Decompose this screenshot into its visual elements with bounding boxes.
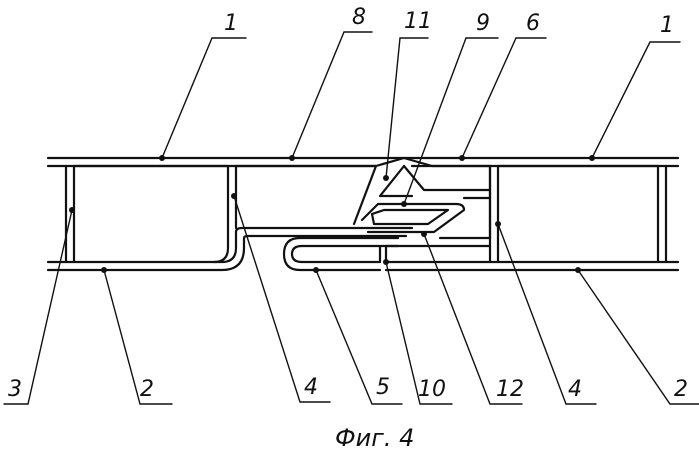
label-1-right: 1 xyxy=(660,13,674,38)
v-profile-11 xyxy=(376,158,490,196)
label-4-right: 4 xyxy=(568,377,582,402)
label-8: 8 xyxy=(352,5,366,30)
label-3: 3 xyxy=(8,377,22,402)
leaders-top xyxy=(162,32,680,204)
label-2-left: 2 xyxy=(140,377,154,402)
label-2-right: 2 xyxy=(674,377,688,402)
label-6: 6 xyxy=(526,11,540,36)
label-1-left: 1 xyxy=(224,11,238,36)
label-5: 5 xyxy=(376,375,390,400)
figure-caption: Фиг. 4 xyxy=(335,424,414,452)
web-4-right xyxy=(490,166,658,262)
bottom-skin-right xyxy=(386,262,678,270)
web-left-cell xyxy=(74,166,228,262)
marker-dots xyxy=(69,155,595,273)
label-9: 9 xyxy=(476,11,490,36)
top-skin xyxy=(48,158,678,166)
left-edge xyxy=(66,166,74,262)
label-12: 12 xyxy=(496,377,524,402)
right-edge xyxy=(658,166,666,262)
label-11: 11 xyxy=(404,9,432,34)
bottom-skin-left xyxy=(48,228,412,270)
central-cell xyxy=(236,166,376,224)
label-10: 10 xyxy=(418,377,446,402)
label-4-left: 4 xyxy=(304,375,318,400)
